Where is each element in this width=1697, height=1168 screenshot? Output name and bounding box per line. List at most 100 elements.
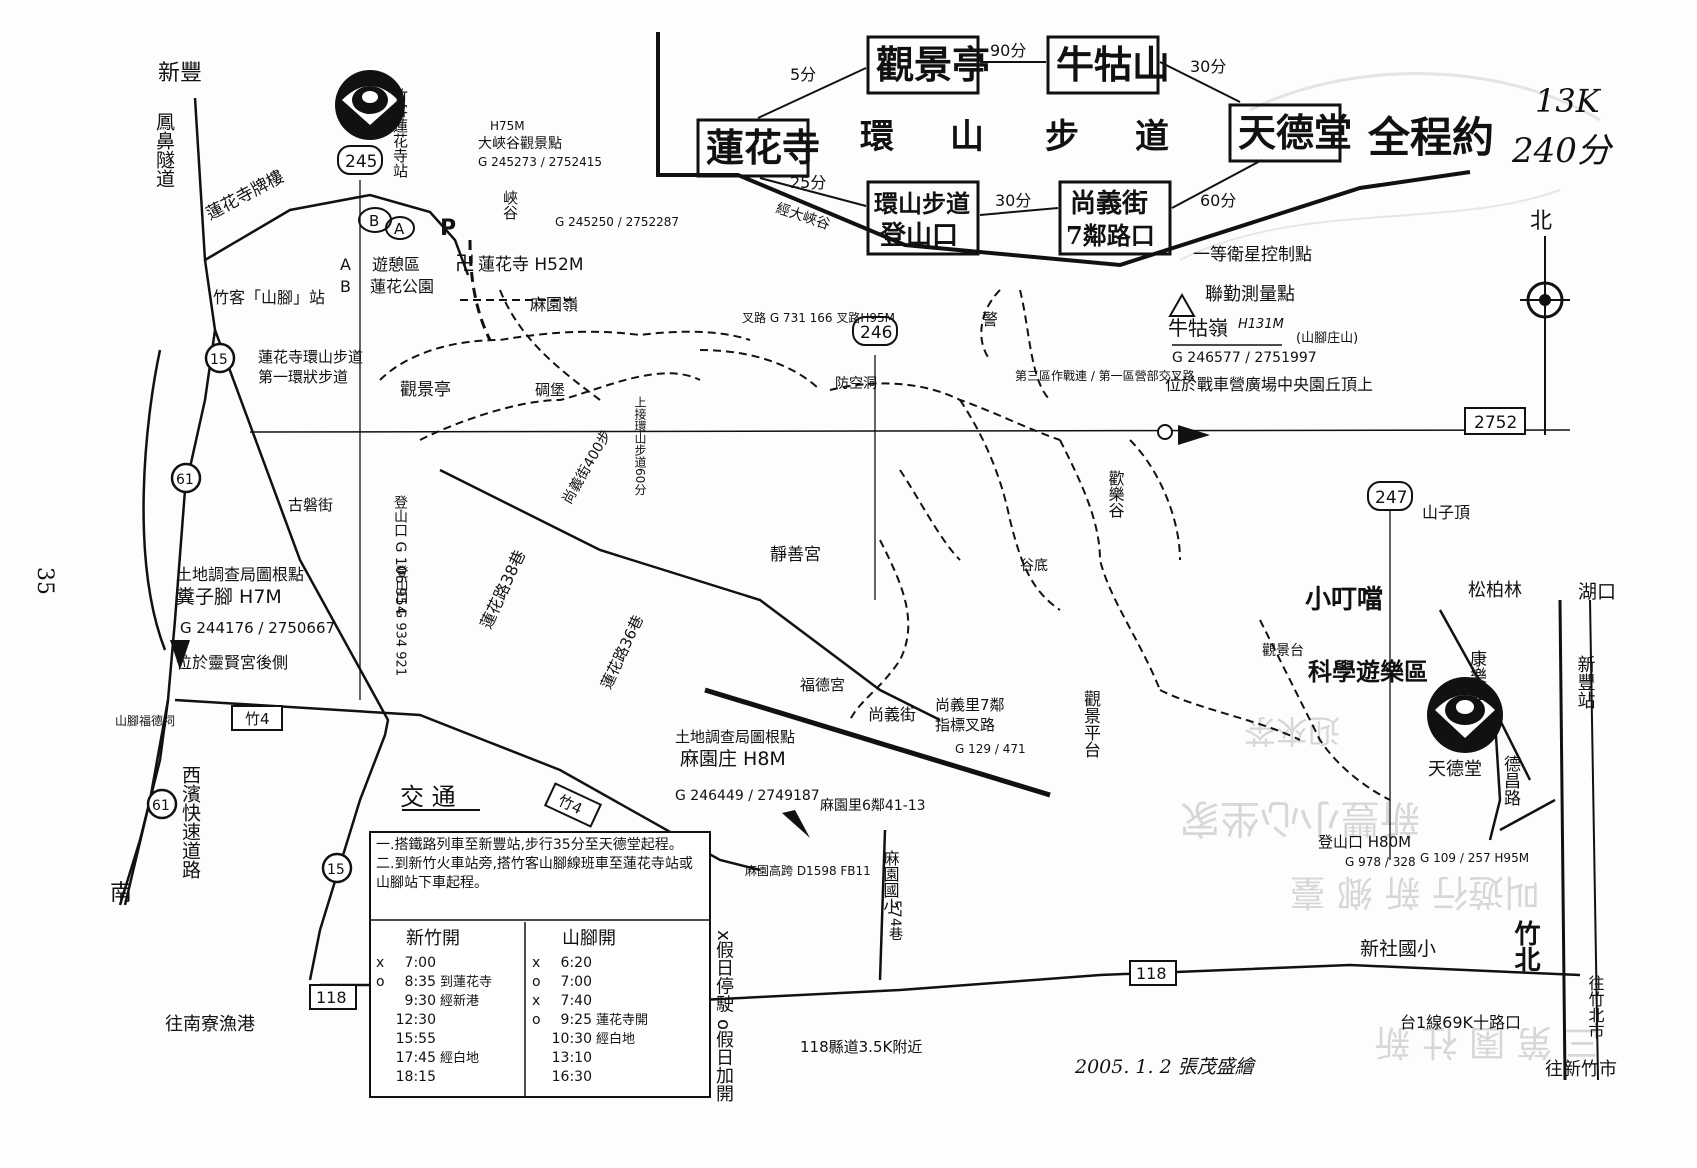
- title-char-2: 山: [950, 117, 984, 157]
- label-trailhead-2: 登山口 G 934 921: [393, 565, 409, 676]
- label-lianhua-36: 蓮花路36巷: [597, 612, 647, 691]
- legend: 北 一等衛星控制點 聯勤測量點 牛牯嶺 H131M (山腳庄山) G 24657…: [1165, 209, 1570, 435]
- row-time: 13:10: [551, 1050, 592, 1066]
- label-lianhua-gate: 蓮花寺牌樓: [203, 167, 287, 225]
- label-bunker-1: 碉堡: [535, 381, 565, 399]
- svg-text:B: B: [340, 277, 351, 296]
- total-time: 240分: [1511, 131, 1614, 171]
- right-row: 16:30: [532, 1068, 707, 1087]
- legend-holiday-extra: o假日加開: [713, 1018, 734, 1102]
- label-jingshan-temple: 靜善宮: [770, 545, 821, 565]
- svg-text:246: 246: [860, 323, 892, 343]
- title-panel: 觀景亭 牛牯山 蓮花寺 天德堂 環山步道 登山口 尚義街 7鄰路口 環 山 步 …: [656, 32, 1614, 268]
- place-labels: 新豐 鳳鼻隧道 竹客蓮花寺站 蓮花寺牌樓 竹客「山腳」站 遊憩區 蓮花公園 蓮花…: [110, 61, 1617, 1080]
- label-happy-valley: 歡樂谷: [1106, 470, 1125, 518]
- peak-height: H131M: [1238, 317, 1284, 332]
- label-fenzijiao: 糞子腳 H7M: [176, 586, 282, 608]
- total-label: 全程約: [1367, 113, 1494, 162]
- row-time: 16:30: [551, 1069, 592, 1085]
- label-gorge-height: H75M: [490, 119, 525, 133]
- grid-marker-246: [852, 316, 898, 346]
- label-lianhua-park: 蓮花公園: [370, 277, 434, 296]
- row-note: 到蓮花寺: [440, 975, 493, 990]
- trails: [379, 289, 1391, 801]
- title-char-1: 環: [860, 117, 894, 157]
- time-90min: 90分: [990, 41, 1026, 60]
- via-gorge-label: 經大峽谷: [774, 201, 832, 234]
- label-pine-forest: 松柏林: [1468, 580, 1522, 601]
- box-trailhead-line1: 環山步道: [874, 189, 970, 218]
- row-time: 9:25: [560, 1012, 592, 1028]
- time-25min: 25分: [790, 173, 826, 192]
- row-note: 經白地: [440, 1051, 480, 1066]
- transport-line-1: 一.搭鐵路列車至新豐站,步行35分至天德堂起程。: [376, 837, 683, 853]
- label-mayuan-overpass: 麻園高跨 D1598 FB11: [745, 863, 871, 878]
- label-fengbi-tunnel: 鳳鼻隧道: [153, 112, 175, 188]
- row-time: 7:00: [560, 974, 592, 990]
- row-mark: o: [532, 1012, 541, 1028]
- title-char-4: 道: [1135, 117, 1169, 157]
- row-time: 18:15: [395, 1069, 436, 1085]
- row-time: 10:30: [551, 1031, 592, 1047]
- row-time: 15:55: [395, 1031, 436, 1047]
- label-gorge-coords-2: G 245250 / 2752287: [555, 215, 679, 229]
- arrow-icon-left: [170, 640, 190, 670]
- time-60min: 60分: [1200, 191, 1236, 210]
- svg-text:245: 245: [345, 152, 377, 172]
- label-xinshe-school: 新社國小: [1360, 938, 1436, 960]
- box-shangyi-line1: 尚義街: [1070, 189, 1148, 219]
- road-marker-15-north: [204, 342, 236, 374]
- box-shangyi-line2: 7鄰路口: [1066, 221, 1155, 250]
- row-mark: x: [376, 955, 385, 971]
- svg-text:15: 15: [210, 352, 228, 368]
- label-fork-95m: 叉路 G 731 166 叉路H95M: [742, 310, 895, 325]
- survey-point-icon: [1157, 424, 1173, 440]
- transport-instructions: 一.搭鐵路列車至新豐站,步行35分至天德堂起程。 二.到新竹火車站旁,搭竹客山腳…: [376, 836, 706, 893]
- row-mark: x: [532, 955, 541, 971]
- box-shangyi-street: [1058, 180, 1172, 256]
- label-route1-69k: 台1線69K十路口: [1400, 1013, 1521, 1032]
- north-label: 北: [1530, 209, 1552, 234]
- label-gorge-coords: G 245273 / 2752415: [478, 155, 602, 169]
- svg-text:新豐小心坐家: 新豐小心坐家: [1180, 795, 1420, 841]
- svg-text:B: B: [369, 212, 379, 230]
- label-tiande-hall: 天德堂: [1428, 759, 1482, 780]
- label-county-118: 118縣道3.5K附近: [800, 1038, 922, 1056]
- svg-text:61: 61: [152, 798, 170, 814]
- svg-text:2752: 2752: [1474, 413, 1517, 433]
- peak-note: 位於戰車營廣場中央園丘頂上: [1165, 375, 1373, 394]
- label-police: 警: [982, 310, 998, 329]
- label-trailhead-3: 登山口 H80M: [1318, 833, 1411, 851]
- svg-text:61: 61: [176, 472, 194, 488]
- label-lianhua-38: 蓮花路38巷: [476, 547, 529, 631]
- label-shangyi-7: 尚義里7鄰: [935, 696, 1005, 714]
- title-char-3: 步: [1045, 117, 1079, 157]
- label-survey-point-2: 土地調查局圖根點: [675, 728, 795, 746]
- peak-alias: (山腳庄山): [1296, 330, 1358, 346]
- label-trailhead-3-coords: G 978 / 328: [1345, 855, 1416, 869]
- box-tiande-label: 天德堂: [1238, 110, 1352, 155]
- svg-text:A: A: [340, 255, 351, 274]
- label-to-hsinchu-city: 往新竹市: [1545, 1059, 1617, 1080]
- timetable-left-title: 新竹開: [406, 928, 460, 949]
- box-niugu-mountain: [1046, 35, 1160, 95]
- svg-text:卍: 卍: [455, 251, 475, 275]
- transport-title: 交 通: [400, 783, 456, 811]
- label-lingxian-temple: 位於靈賢宮後側: [176, 653, 288, 672]
- road-marker-118-west: [309, 984, 357, 1010]
- row-time: 8:35: [404, 974, 436, 990]
- label-south: 南: [110, 881, 132, 906]
- peak-pointer-icon: [1178, 425, 1210, 445]
- survey-label: 聯勤測量點: [1205, 284, 1295, 305]
- row-mark: x: [532, 993, 541, 1009]
- svg-text:118: 118: [316, 988, 347, 1007]
- row-note: 經新港: [440, 994, 480, 1009]
